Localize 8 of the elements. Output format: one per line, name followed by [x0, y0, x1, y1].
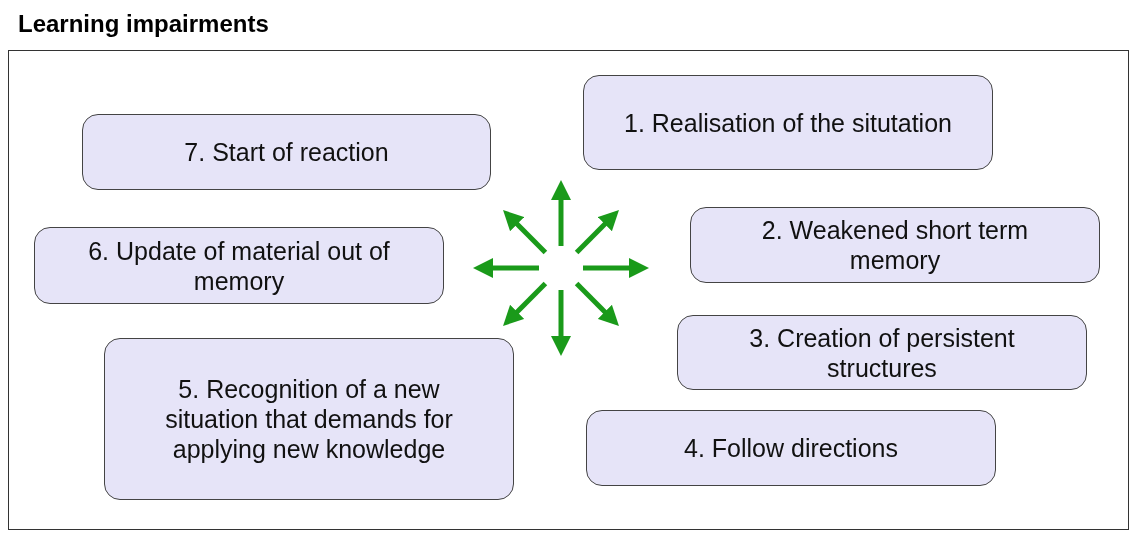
rounded-box: 4. Follow directions: [586, 410, 996, 486]
rounded-box: 3. Creation of persistent structures: [677, 315, 1087, 390]
rounded-box: 5. Recognition of a new situation that demands for applying new knowledge: [104, 338, 514, 500]
rounded-box: 6. Update of material out of memory: [34, 227, 444, 304]
title: Learning impairments: [18, 10, 269, 38]
rounded-box: 2. Weakened short term memory: [690, 207, 1100, 283]
rounded-box: 1. Realisation of the situtation: [583, 75, 993, 170]
rounded-box: 7. Start of reaction: [82, 114, 491, 190]
